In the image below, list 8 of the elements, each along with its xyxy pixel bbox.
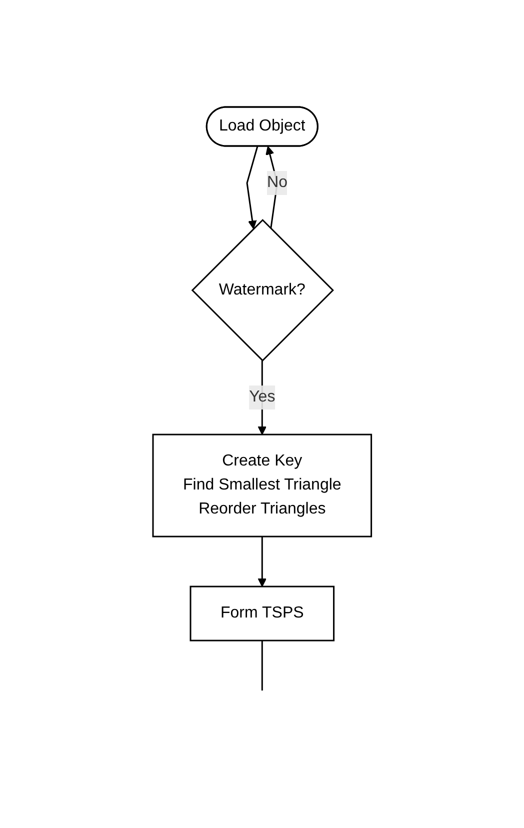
connector (261, 640, 263, 691)
arrow (246, 146, 258, 230)
edge-label: Yes (248, 388, 276, 406)
edge-label: No (266, 174, 288, 192)
node-diamond: Watermark? (191, 219, 334, 362)
node-box: Form TSPS (190, 586, 334, 642)
arrow (258, 536, 266, 588)
node-box: Create Key Find Smallest Triangle Reorder Triangles (152, 434, 372, 538)
